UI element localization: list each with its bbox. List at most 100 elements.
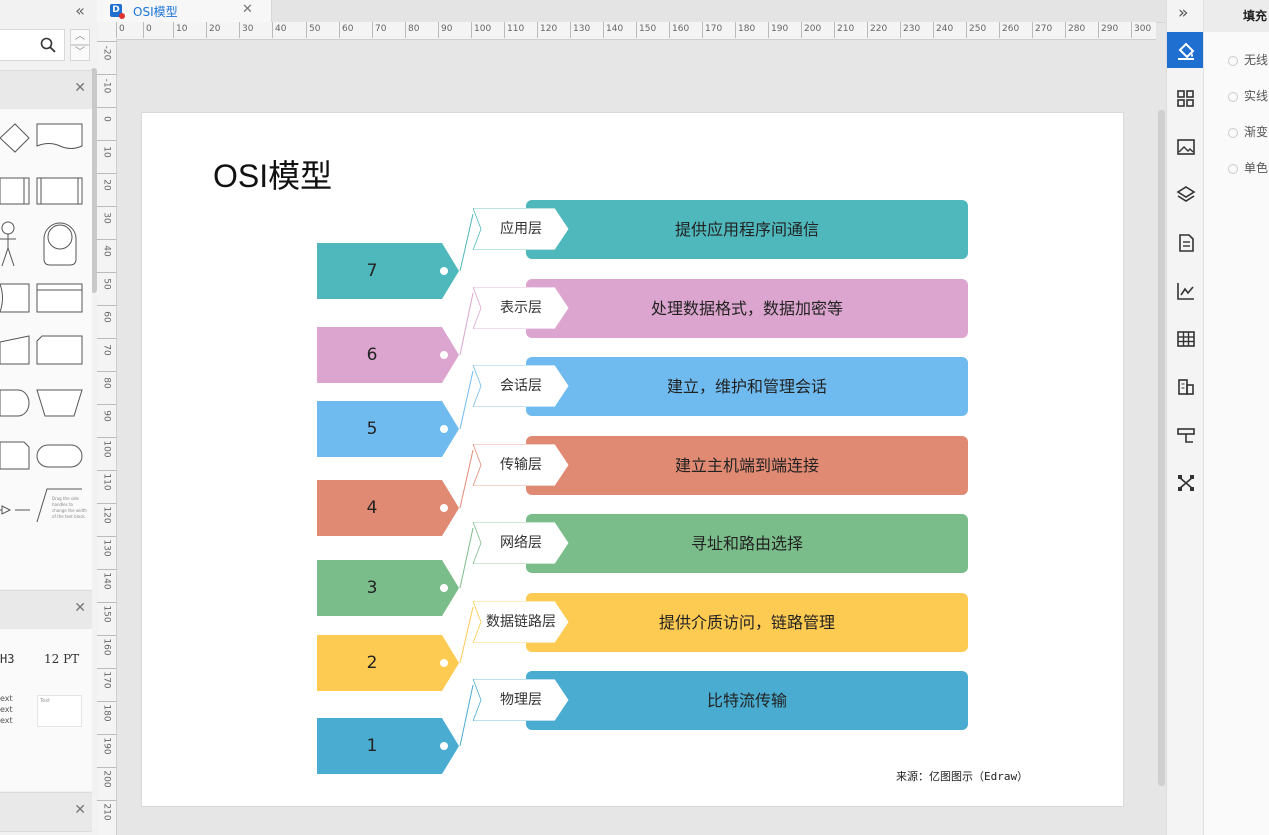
ruler-tick: 170 — [97, 668, 116, 689]
ruler-tick: 110 — [97, 470, 116, 491]
layer-number-tag[interactable]: 6 — [317, 327, 459, 383]
layers-icon[interactable] — [1167, 176, 1204, 212]
ruler-tick: 210 — [834, 22, 854, 38]
text-sample-list[interactable]: ext ext ext — [0, 694, 13, 725]
layer-description-bar[interactable]: 处理数据格式，数据加密等 — [526, 279, 968, 338]
fill-option-mono[interactable]: 单色 — [1228, 159, 1268, 176]
chevron-up-icon[interactable]: ︿ — [70, 29, 90, 45]
expand-right-icon[interactable]: » — [1178, 3, 1189, 23]
diagram-title[interactable]: OSI模型 — [213, 158, 333, 194]
ruler-tick: 110 — [504, 22, 524, 38]
layer-name-label[interactable]: 数据链路层 — [473, 601, 569, 643]
layer-name-label[interactable]: 网络层 — [473, 522, 569, 564]
layer-description-bar[interactable]: 比特流传输 — [526, 671, 968, 730]
close-icon[interactable]: ✕ — [242, 2, 253, 17]
layer-name: 传输层 — [500, 457, 542, 473]
collapse-left-icon[interactable]: « — [75, 1, 85, 20]
layer-number-tag[interactable]: 3 — [317, 560, 459, 616]
ruler-tick: 200 — [801, 22, 821, 38]
ruler-tick: -10 — [97, 74, 116, 93]
unsaved-dot — [119, 13, 125, 19]
layer-number-tag[interactable]: 7 — [317, 243, 459, 299]
close-icon[interactable]: ✕ — [74, 80, 86, 96]
layer-description-bar[interactable]: 建立，维护和管理会话 — [526, 357, 968, 416]
outline-icon[interactable] — [1167, 224, 1204, 260]
layer-connector — [459, 370, 475, 433]
ruler-tick: 0 — [97, 107, 116, 124]
fill-option-gradient[interactable]: 渐变 — [1228, 123, 1268, 140]
layer-description-bar[interactable]: 提供介质访问，链路管理 — [526, 593, 968, 652]
fill-option-none[interactable]: 无线 — [1228, 51, 1268, 68]
text-section-header[interactable]: ✕ — [0, 590, 92, 630]
layer-name: 网络层 — [500, 535, 542, 551]
ruler-tick: 150 — [97, 602, 116, 623]
layer-name: 物理层 — [500, 692, 542, 708]
layer-connector — [459, 527, 475, 592]
close-icon[interactable]: ✕ — [74, 802, 86, 818]
tab-title: OSI模型 — [133, 5, 178, 19]
layer-number-tag[interactable]: 2 — [317, 635, 459, 691]
layer-description-bar[interactable]: 提供应用程序间通信 — [526, 200, 968, 259]
text-sample-h3[interactable]: H3 — [0, 652, 15, 666]
canvas-page[interactable]: OSI模型 7 提供应用程序间通信应用层 6 处理数据格式，数据加密等表示层 5 建立，维… — [141, 112, 1124, 807]
layer-description-bar[interactable]: 建立主机端到端连接 — [526, 436, 968, 495]
ruler-tick: -20 — [97, 41, 116, 60]
search-icon[interactable] — [40, 37, 56, 53]
close-icon[interactable]: ✕ — [74, 600, 86, 616]
source-note[interactable]: 来源：亿图图示（Edraw） — [896, 770, 1029, 783]
svg-text:change the width: change the width — [52, 508, 87, 513]
layer-number-tag[interactable]: 1 — [317, 718, 459, 774]
ruler-tick: 290 — [1098, 22, 1118, 38]
ruler-tick: 100 — [97, 437, 116, 458]
chart-icon[interactable] — [1167, 272, 1204, 308]
shuffle-icon[interactable] — [1167, 464, 1204, 500]
ruler-tick: 60 — [97, 305, 116, 323]
text-sample-12pt[interactable]: 12 PT — [44, 652, 80, 666]
shape-search-input[interactable] — [0, 29, 65, 61]
fill-option-solid[interactable]: 实线 — [1228, 87, 1268, 104]
ruler-tick: 10 — [97, 140, 116, 158]
layer-description: 寻址和路由选择 — [690, 534, 803, 553]
ruler-tick: 90 — [97, 404, 116, 422]
ruler-tick: 70 — [97, 338, 116, 356]
library-section-header[interactable]: ✕ — [0, 70, 92, 110]
layer-name-label[interactable]: 物理层 — [473, 679, 569, 721]
building-icon[interactable] — [1167, 368, 1204, 404]
layer-number: 4 — [366, 498, 378, 518]
search-stepper[interactable]: ︿ ﹀ — [70, 29, 90, 61]
ruler-tick: 130 — [570, 22, 590, 38]
layer-name-label[interactable]: 表示层 — [473, 287, 569, 329]
table-icon[interactable] — [1167, 320, 1204, 356]
collapsed-section-header[interactable]: ✕ — [0, 792, 92, 832]
ruler-tick: 280 — [1065, 22, 1085, 38]
ruler-tick: 190 — [97, 734, 116, 755]
layer-name-label[interactable]: 传输层 — [473, 444, 569, 486]
layer-number-tag[interactable]: 5 — [317, 401, 459, 457]
text-box-sample[interactable]: Text — [37, 695, 82, 727]
fill-icon[interactable] — [1167, 32, 1204, 68]
layer-name-label[interactable]: 应用层 — [473, 208, 569, 250]
grid-icon[interactable] — [1167, 80, 1204, 116]
layer-number-tag[interactable]: 4 — [317, 480, 459, 536]
layer-number: 7 — [366, 261, 378, 281]
image-icon[interactable] — [1167, 128, 1204, 164]
ruler-tick: 120 — [97, 503, 116, 524]
layer-name-label[interactable]: 会话层 — [473, 365, 569, 407]
layer-description: 比特流传输 — [706, 691, 787, 710]
ruler-tick: 70 — [372, 22, 386, 38]
svg-text:Drag the side: Drag the side — [52, 496, 80, 501]
vertical-scrollbar[interactable] — [1158, 110, 1165, 786]
tab-bar: D OSI模型 ✕ — [97, 0, 1165, 23]
layer-description-bar[interactable]: 寻址和路由选择 — [526, 514, 968, 573]
ruler-tick: 0 — [116, 22, 125, 38]
tab-osi-model[interactable]: D OSI模型 ✕ — [97, 0, 272, 22]
ruler-tick: 160 — [669, 22, 689, 38]
ruler-icon[interactable] — [1167, 416, 1204, 452]
chevron-down-icon[interactable]: ﹀ — [70, 45, 90, 61]
left-scrollbar[interactable] — [91, 68, 97, 293]
ruler-tick: 210 — [97, 800, 116, 821]
ruler-tick: 90 — [438, 22, 452, 38]
ruler-tick: 180 — [97, 701, 116, 722]
